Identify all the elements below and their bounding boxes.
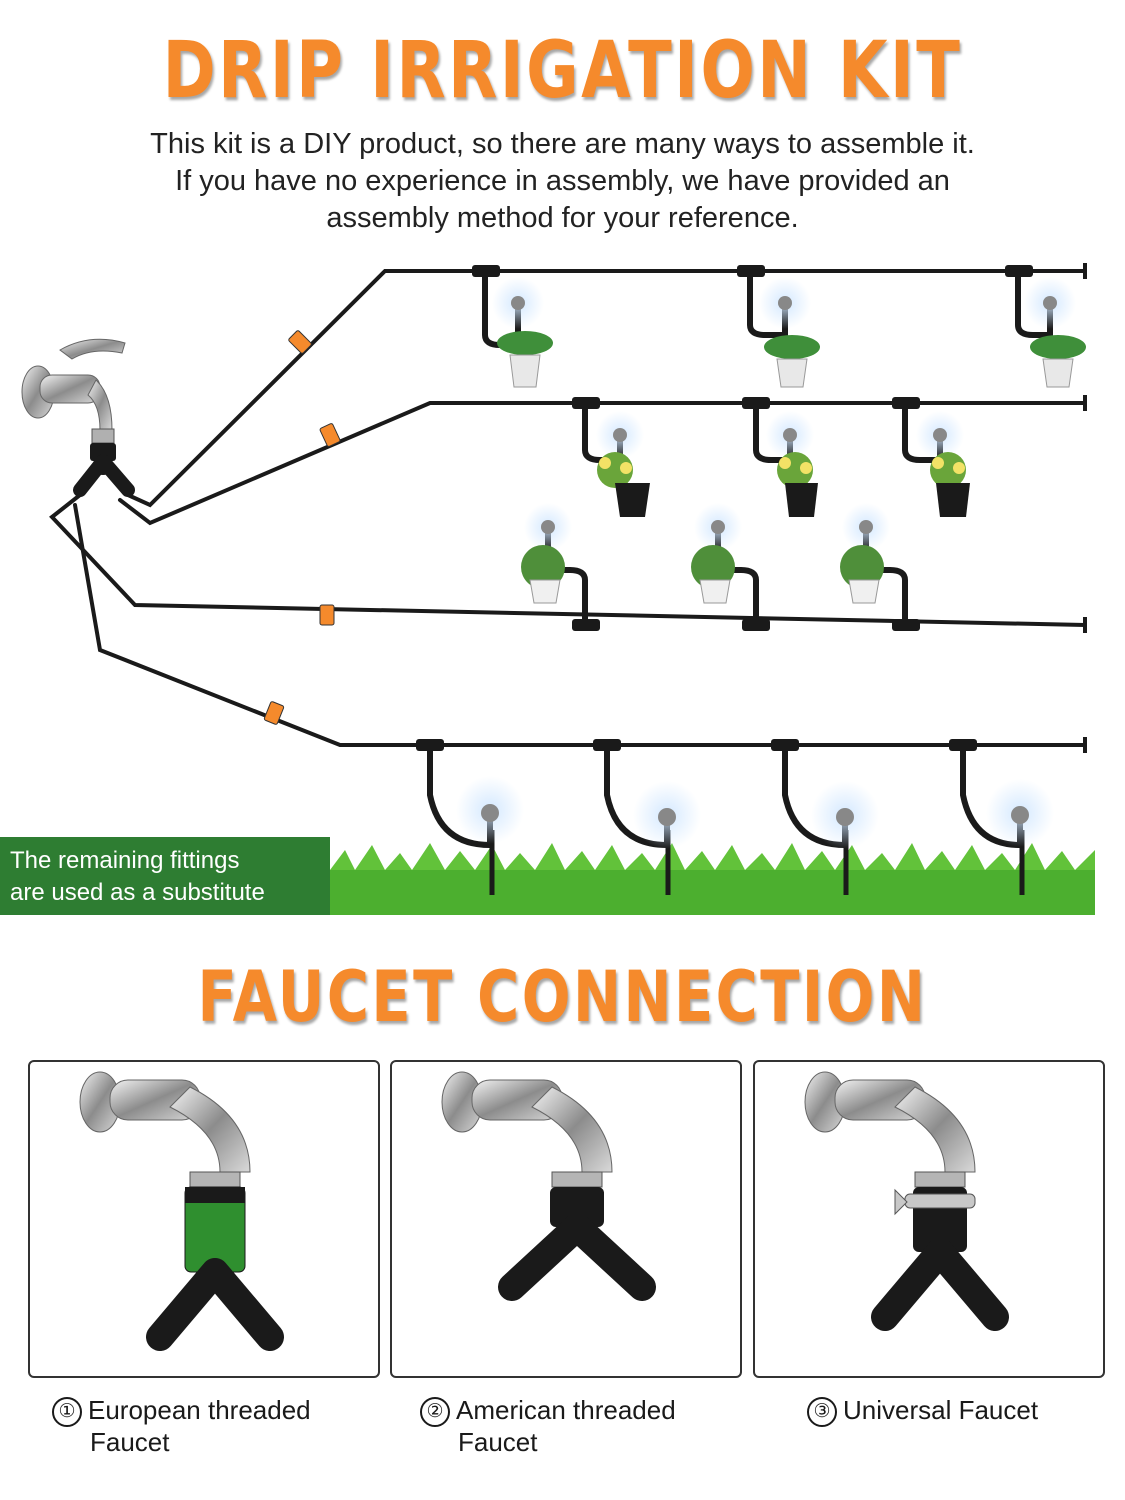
sprinkler-icon xyxy=(902,403,964,463)
sprinkler-icon xyxy=(482,271,544,348)
option-label: American threaded xyxy=(456,1395,676,1425)
valve-icon xyxy=(263,330,341,725)
ground-stake-icon xyxy=(960,745,1054,895)
option-label: European threaded xyxy=(88,1395,311,1425)
faucet-icon xyxy=(79,1071,284,1351)
intro-line: If you have no experience in assembly, w… xyxy=(175,165,950,197)
plant-pot-icon xyxy=(521,545,565,604)
sprinkler-icon xyxy=(842,503,908,625)
substitute-fittings-badge: The remaining fittings are used as a sub… xyxy=(0,837,330,915)
plant-pot-icon xyxy=(764,335,820,388)
faucet-option-card-3 xyxy=(753,1060,1105,1378)
faucet-icon xyxy=(804,1071,1009,1331)
tee-fittings xyxy=(416,265,1033,751)
sprinkler-icon xyxy=(1015,271,1076,338)
plant-pot-icon xyxy=(777,452,818,517)
option-label: Universal Faucet xyxy=(843,1395,1039,1425)
option-label-line2: Faucet xyxy=(458,1427,538,1457)
plant-pot-icon xyxy=(840,545,884,604)
page-title: DRIP IRRIGATION KIT xyxy=(162,26,963,116)
sprinkler-row-4 xyxy=(427,745,1054,895)
faucet-icon xyxy=(21,338,126,461)
sprinkler-row-1 xyxy=(482,271,1086,388)
ground-stake-icon xyxy=(604,745,701,895)
y-splitter-icon xyxy=(871,1238,1009,1331)
sprinkler-icon xyxy=(524,503,588,625)
y-splitter-icon xyxy=(146,1258,284,1351)
grass-icon xyxy=(330,843,1095,915)
plant-pot-icon xyxy=(1030,335,1086,388)
y-splitter-icon xyxy=(498,1213,656,1301)
y-splitter-icon xyxy=(73,454,135,497)
ground-stake-icon xyxy=(427,745,524,895)
intro-line: This kit is a DIY product, so there are … xyxy=(150,128,975,160)
option-number: ② xyxy=(420,1397,450,1427)
intro-line: assembly method for your reference. xyxy=(326,202,799,234)
hose-clamp-icon xyxy=(904,1193,976,1209)
plant-pot-icon xyxy=(597,452,650,517)
badge-line: The remaining fittings xyxy=(10,847,240,874)
faucet-icon xyxy=(441,1071,656,1301)
sprinkler-icon xyxy=(582,403,644,463)
sprinkler-icon xyxy=(753,403,814,463)
tubing xyxy=(49,269,1087,747)
sprinkler-icon xyxy=(747,271,811,338)
plant-pot-icon xyxy=(691,545,735,604)
ground-stake-icon xyxy=(782,745,879,895)
option-number: ③ xyxy=(807,1397,837,1427)
section-title: FAUCET CONNECTION xyxy=(197,956,928,1038)
sprinkler-row-2 xyxy=(582,403,970,517)
intro-text: This kit is a DIY product, so there are … xyxy=(0,126,1125,237)
sprinkler-row-3 xyxy=(521,503,908,625)
option-label-line2: Faucet xyxy=(90,1427,170,1457)
sprinkler-icon xyxy=(694,503,759,625)
badge-line: are used as a substitute xyxy=(10,879,265,906)
plant-pot-icon xyxy=(497,331,553,388)
faucet-option-card-1 xyxy=(28,1060,380,1378)
faucet-option-card-2 xyxy=(390,1060,742,1378)
option-number: ① xyxy=(52,1397,82,1427)
plant-pot-icon xyxy=(930,452,970,517)
adapter-icon xyxy=(550,1187,604,1227)
assembly-diagram xyxy=(21,263,1095,915)
